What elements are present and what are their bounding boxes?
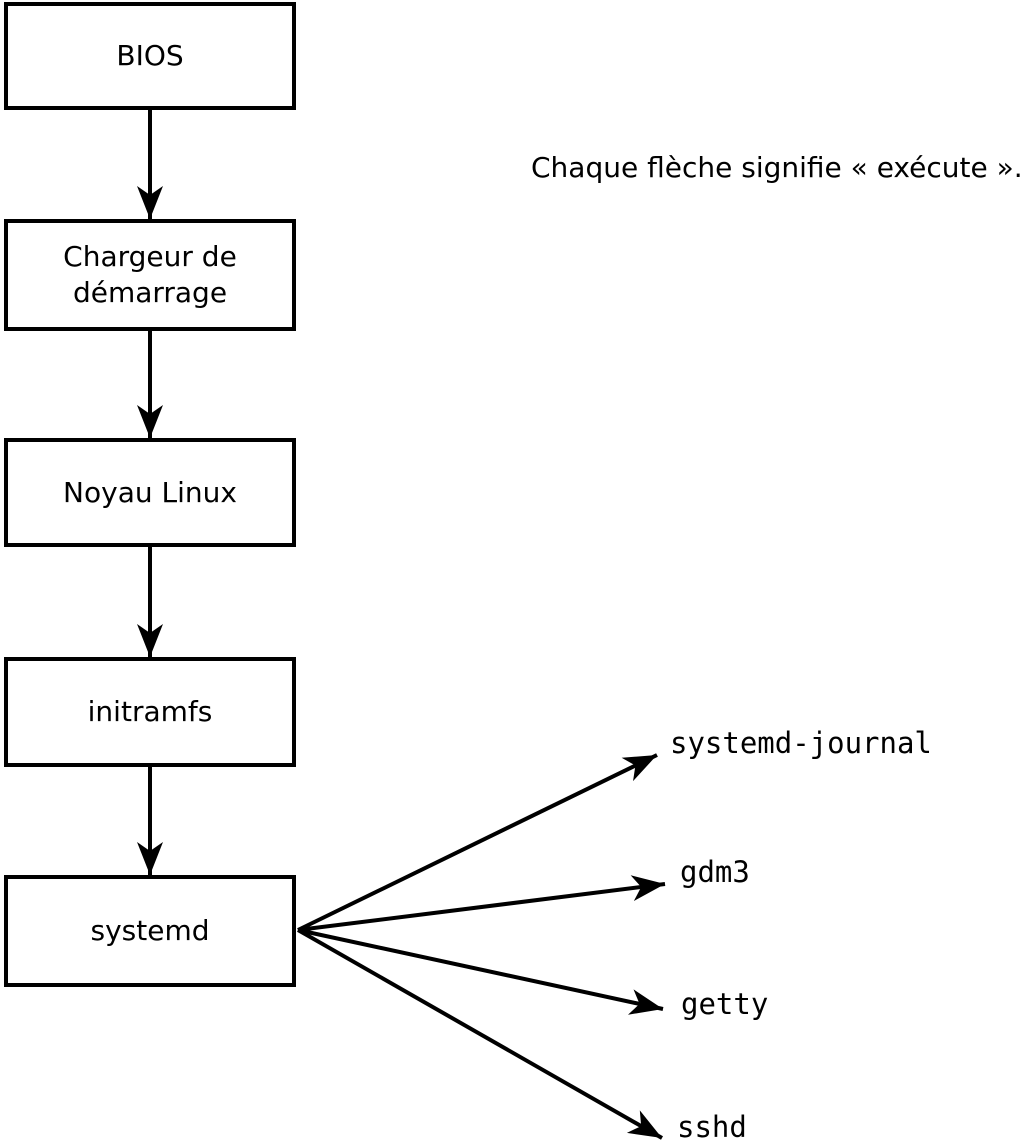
node-kernel-label: Noyau Linux xyxy=(63,475,237,509)
node-bootloader-label: Chargeur de démarrage xyxy=(63,240,237,309)
node-initramfs: initramfs xyxy=(4,657,296,767)
arrow-systemd-to-sshd xyxy=(297,928,663,1140)
node-bootloader: Chargeur de démarrage xyxy=(4,219,296,331)
node-bios-label: BIOS xyxy=(116,39,184,73)
node-systemd-label: systemd xyxy=(90,914,210,948)
node-bios: BIOS xyxy=(4,2,296,110)
process-label-systemd-journal: systemd-journal xyxy=(670,726,932,760)
diagram-caption: Chaque flèche signifie « exécute ». xyxy=(531,151,1023,184)
node-initramfs-label: initramfs xyxy=(87,695,213,729)
arrow-systemd-to-getty xyxy=(297,928,664,1015)
arrow-systemd-to-systemd-journal xyxy=(297,753,658,932)
node-systemd: systemd xyxy=(4,875,296,987)
node-kernel: Noyau Linux xyxy=(4,438,296,547)
process-label-getty: getty xyxy=(681,987,769,1021)
process-label-gdm3: gdm3 xyxy=(680,855,750,889)
arrow-systemd-to-gdm3 xyxy=(297,875,666,932)
process-label-sshd: sshd xyxy=(677,1110,747,1144)
